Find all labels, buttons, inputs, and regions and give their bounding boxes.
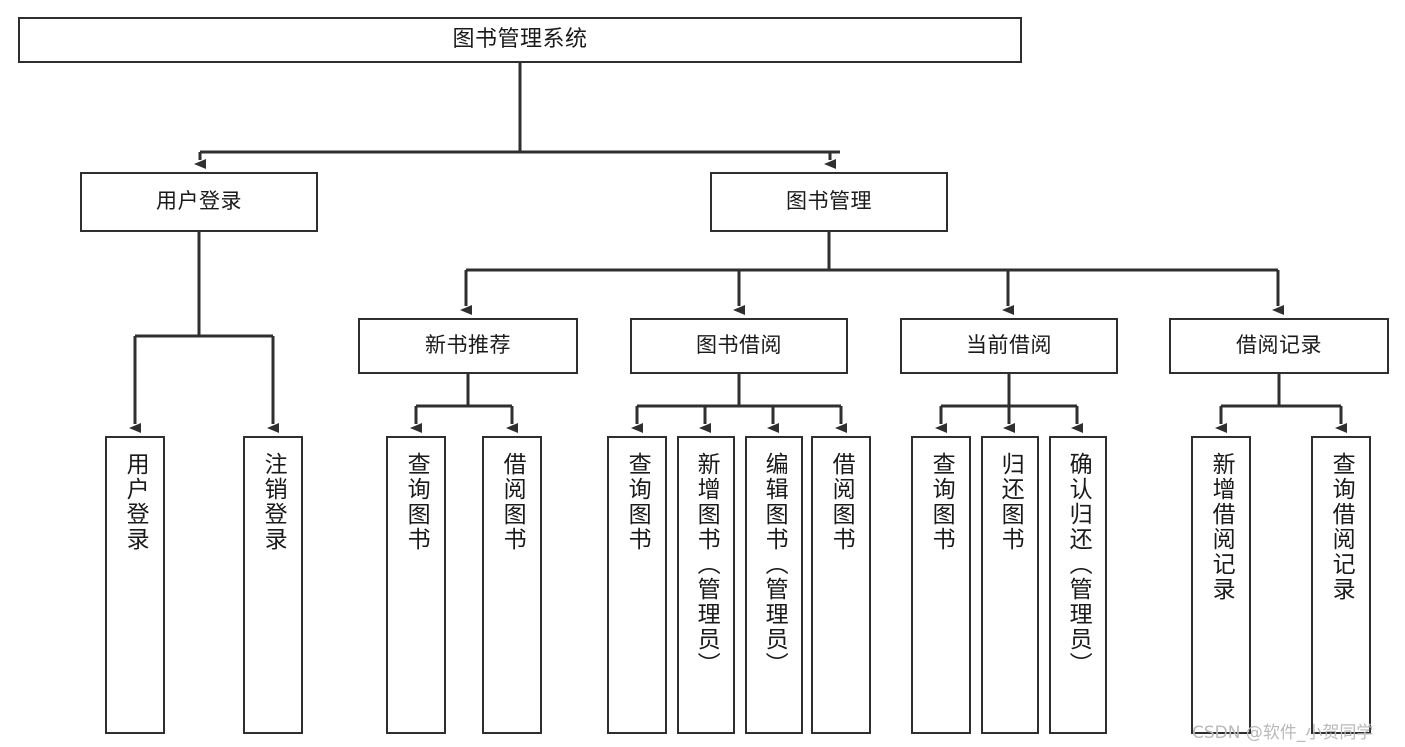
- node-new-book-recommend-label: 新书推荐: [425, 333, 511, 358]
- leaf-new-book-borrow[interactable]: 借阅图书: [482, 436, 542, 734]
- leaf-current-return[interactable]: 归还图书: [981, 436, 1039, 734]
- node-user-login-label: 用户登录: [156, 189, 242, 214]
- watermark-text: CSDN @软件_小贺同学: [1192, 723, 1374, 743]
- leaf-record-add[interactable]: 新增借阅记录: [1191, 436, 1251, 734]
- leaf-borrow-add-book[interactable]: 新增图书（管理员）: [677, 436, 735, 734]
- node-current-borrow-label: 当前借阅: [966, 333, 1052, 358]
- node-current-borrow[interactable]: 当前借阅: [900, 318, 1118, 374]
- leaf-current-confirm-return[interactable]: 确认归还（管理员）: [1049, 436, 1107, 734]
- leaf-user-login[interactable]: 用户登录: [105, 436, 165, 734]
- leaf-borrow-query[interactable]: 查询图书: [607, 436, 667, 734]
- leaf-record-query-label: 查询借阅记录: [1328, 452, 1355, 602]
- leaf-borrow-edit-book[interactable]: 编辑图书（管理员）: [745, 436, 803, 734]
- leaf-new-book-query[interactable]: 查询图书: [386, 436, 446, 734]
- leaf-new-book-query-label: 查询图书: [403, 452, 430, 552]
- node-new-book-recommend[interactable]: 新书推荐: [358, 318, 578, 374]
- node-borrow-records-label: 借阅记录: [1236, 333, 1322, 358]
- leaf-borrow-query-label: 查询图书: [624, 452, 651, 552]
- leaf-logout-label: 注销登录: [260, 452, 287, 552]
- leaf-user-login-label: 用户登录: [122, 452, 149, 552]
- watermark: CSDN @软件_小贺同学: [1192, 718, 1373, 743]
- node-root[interactable]: 图书管理系统: [18, 17, 1022, 63]
- node-book-management-label: 图书管理: [786, 189, 872, 214]
- leaf-new-book-borrow-label: 借阅图书: [499, 452, 526, 552]
- leaf-record-query[interactable]: 查询借阅记录: [1311, 436, 1371, 734]
- leaf-current-return-label: 归还图书: [997, 452, 1024, 552]
- leaf-borrow-borrow-book[interactable]: 借阅图书: [811, 436, 871, 734]
- leaf-borrow-borrow-book-label: 借阅图书: [828, 452, 855, 552]
- leaf-current-confirm-return-label: 确认归还（管理员）: [1065, 452, 1092, 677]
- leaf-current-query[interactable]: 查询图书: [911, 436, 971, 734]
- node-user-login[interactable]: 用户登录: [80, 172, 318, 232]
- leaf-borrow-edit-book-label: 编辑图书（管理员）: [761, 452, 788, 677]
- node-book-borrow-label: 图书借阅: [696, 333, 782, 358]
- node-root-label: 图书管理系统: [452, 26, 588, 52]
- node-book-borrow[interactable]: 图书借阅: [630, 318, 848, 374]
- leaf-record-add-label: 新增借阅记录: [1208, 452, 1235, 602]
- leaf-borrow-add-book-label: 新增图书（管理员）: [693, 452, 720, 677]
- leaf-logout[interactable]: 注销登录: [243, 436, 303, 734]
- leaf-current-query-label: 查询图书: [928, 452, 955, 552]
- node-book-management[interactable]: 图书管理: [710, 172, 948, 232]
- node-borrow-records[interactable]: 借阅记录: [1169, 318, 1389, 374]
